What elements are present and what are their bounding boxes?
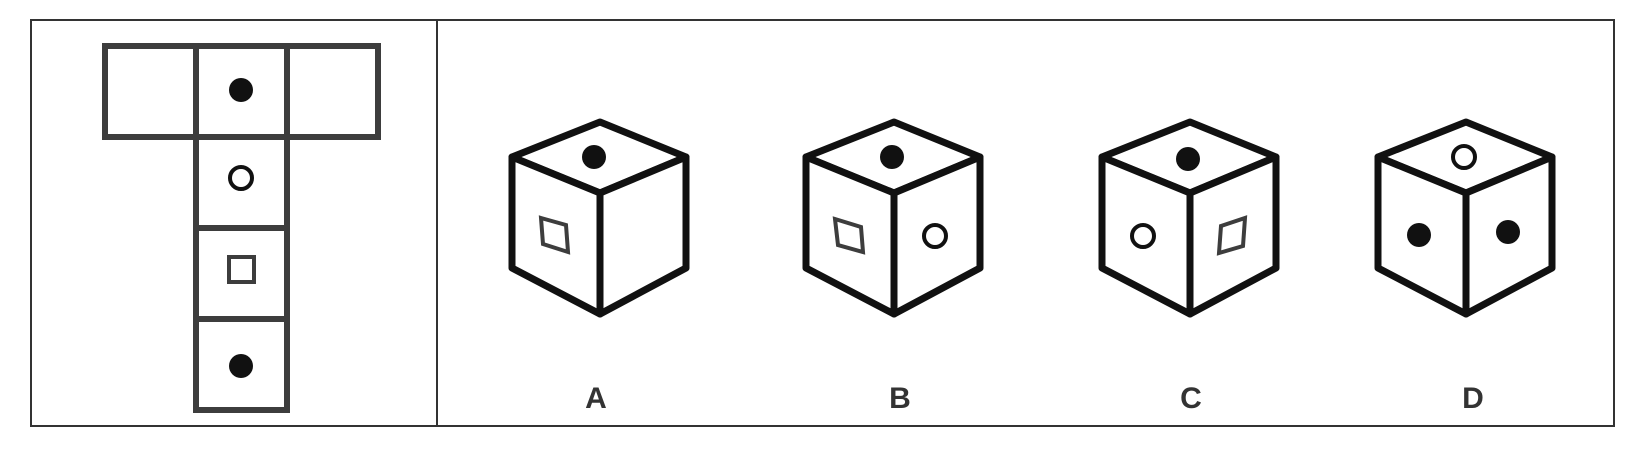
filled-circle-icon (229, 78, 253, 102)
option-d-label[interactable]: D (1462, 382, 1484, 415)
filled-circle-icon (1407, 223, 1431, 247)
filled-circle-icon (1496, 220, 1520, 244)
cube-right-face (596, 153, 690, 318)
net-face-top-right (284, 43, 381, 140)
option-c-cube[interactable] (1098, 118, 1280, 318)
hollow-circle-icon (922, 223, 948, 249)
hollow-circle-icon (228, 165, 254, 191)
outer-frame (30, 19, 1615, 427)
cube-net (102, 43, 381, 413)
filled-circle-icon (880, 145, 904, 169)
hollow-square-icon (538, 215, 571, 255)
hollow-square-icon (832, 216, 866, 255)
option-b-cube[interactable] (802, 118, 984, 318)
hollow-circle-icon (1130, 223, 1156, 249)
hollow-square-icon (227, 255, 256, 284)
filled-circle-icon (1176, 147, 1200, 171)
net-symbols (227, 78, 256, 378)
option-c-label[interactable]: C (1180, 382, 1202, 415)
net-face-top-left (102, 43, 199, 140)
filled-circle-icon (582, 145, 606, 169)
option-d-cube[interactable] (1374, 118, 1556, 318)
option-b-label[interactable]: B (889, 382, 911, 415)
option-a-label[interactable]: A (585, 382, 607, 415)
option-a-cube[interactable] (508, 118, 690, 318)
filled-circle-icon (229, 354, 253, 378)
hollow-square-icon (1216, 215, 1248, 256)
hollow-circle-icon (1451, 144, 1477, 170)
